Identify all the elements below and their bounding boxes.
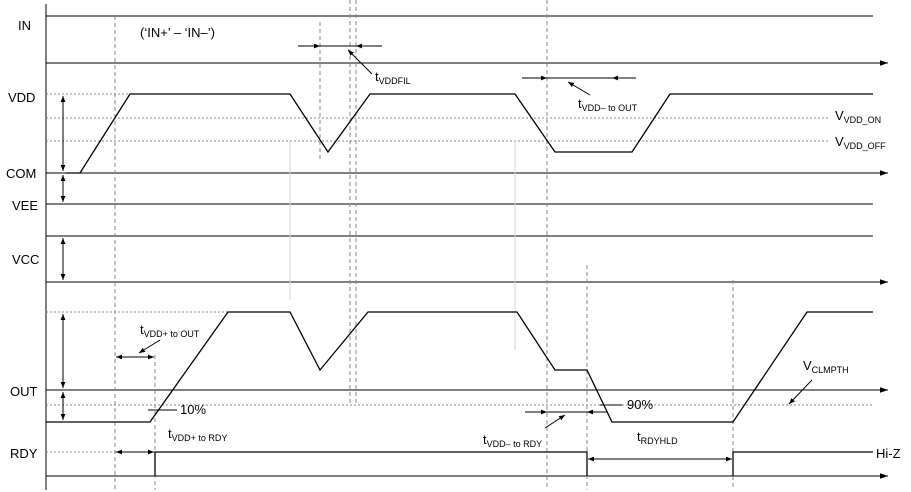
v-clmpth-leader xyxy=(788,379,813,405)
t-vddfil-sub: VDDFIL xyxy=(379,76,411,86)
signal-label-vdd: VDD xyxy=(8,90,35,105)
t-vdd-minus-rdy-main: t xyxy=(483,432,487,447)
t-vdd-minus-out-leader xyxy=(567,81,591,96)
v-vdd-on-sub: VDD_ON xyxy=(844,115,882,125)
t-vdd-minus-rdy-sub: VDD– to RDY xyxy=(487,439,543,449)
v-clmpth-sub: CLMPTH xyxy=(812,365,849,375)
t-vdd-plus-out-leader xyxy=(138,339,161,354)
t-vdd-plus-out-label: tVDD+ to OUT xyxy=(140,322,200,339)
signal-label-com: COM xyxy=(6,166,36,181)
t-vddfil-main: t xyxy=(375,69,379,84)
v-clmpth-main: V xyxy=(803,358,812,373)
t-vdd-plus-out-sub: VDD+ to OUT xyxy=(144,329,200,339)
t-rdyhld-sub: RDYHLD xyxy=(641,436,679,446)
v-vdd-on-main: V xyxy=(835,108,844,123)
v-vdd-off-main: V xyxy=(835,134,844,149)
t-vdd-minus-out-label: tVDD– to OUT xyxy=(578,96,638,113)
t-vdd-plus-rdy-main: t xyxy=(168,426,172,441)
signal-label-vcc: VCC xyxy=(12,252,39,267)
t-vddfil-label: tVDDFIL xyxy=(375,69,411,86)
out-waveform xyxy=(46,311,873,423)
t-vdd-plus-rdy-sub: VDD+ to RDY xyxy=(172,433,228,443)
signal-label-rdy: RDY xyxy=(10,446,38,461)
signal-label-vee: VEE xyxy=(12,198,38,213)
t-vddfil-leader xyxy=(347,49,373,75)
signal-label-in: IN xyxy=(18,18,31,33)
t-vdd-plus-out-main: t xyxy=(140,322,144,337)
v-vdd-off-sub: VDD_OFF xyxy=(844,141,887,151)
v-vdd-on-label: VVDD_ON xyxy=(835,108,881,125)
signal-label-out: OUT xyxy=(10,384,38,399)
in-differential-label: (‘IN+’ – ‘IN–’) xyxy=(140,25,215,40)
t-vdd-minus-rdy-label: tVDD– to RDY xyxy=(483,432,542,449)
v-clmpth-label: VCLMPTH xyxy=(803,358,849,375)
t-vdd-minus-rdy-leader xyxy=(544,414,566,429)
ten-percent-label: 10% xyxy=(180,402,206,417)
v-vdd-off-label: VVDD_OFF xyxy=(835,134,886,151)
t-vdd-minus-out-sub: VDD– to OUT xyxy=(582,103,638,113)
t-rdyhld-label: tRDYHLD xyxy=(637,429,678,446)
t-rdyhld-main: t xyxy=(637,429,641,444)
t-vdd-plus-rdy-label: tVDD+ to RDY xyxy=(168,426,227,443)
rdy-waveform-segment-1 xyxy=(154,451,588,476)
ninety-percent-label: 90% xyxy=(627,397,653,412)
vdd-waveform xyxy=(66,93,873,174)
hi-z-label: Hi-Z xyxy=(876,446,901,461)
t-vdd-minus-out-main: t xyxy=(578,96,582,111)
rdy-waveform-segment-2 xyxy=(732,451,873,476)
